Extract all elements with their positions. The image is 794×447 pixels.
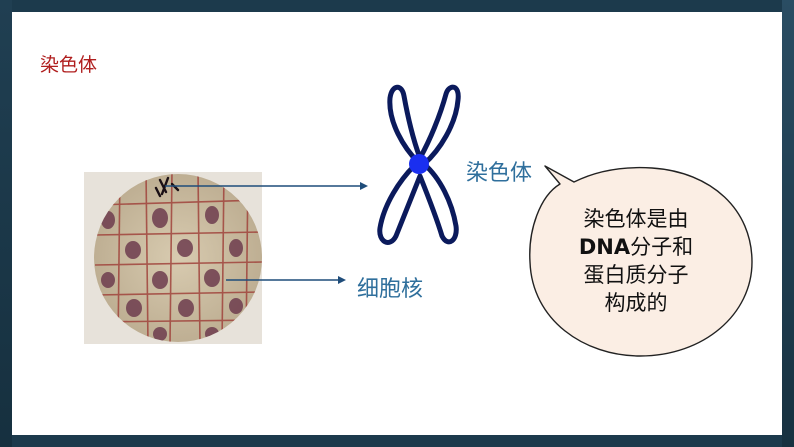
cell-micrograph-icon (84, 172, 262, 344)
slide-title: 染色体 (40, 54, 98, 76)
speech-bubble (529, 165, 753, 357)
arrow-to-chromosome (165, 182, 368, 190)
right-frame-border (782, 0, 794, 447)
bubble-dna-term: DNA (578, 235, 631, 259)
bubble-line-2: DNA分子和 (548, 233, 724, 261)
bubble-text: 染色体是由 DNA分子和 蛋白质分子 构成的 (548, 205, 724, 317)
centromere (409, 154, 429, 174)
bubble-line-4: 构成的 (604, 291, 668, 315)
bubble-line-3: 蛋白质分子 (583, 263, 689, 287)
chromosome-icon (377, 84, 461, 245)
left-frame-border (0, 0, 12, 447)
nucleus-label: 细胞核 (357, 277, 424, 302)
chromosome-label: 染色体 (466, 161, 533, 186)
arrow-to-nucleus (226, 276, 346, 284)
bubble-line-2-rest: 分子和 (630, 235, 694, 259)
bubble-line-1: 染色体是由 (583, 207, 689, 231)
